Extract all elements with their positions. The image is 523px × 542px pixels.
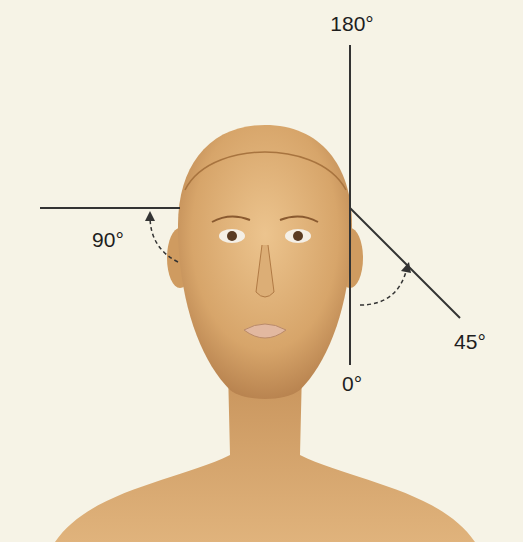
angle-label: 45°	[454, 330, 486, 353]
left-brow	[212, 216, 250, 222]
head	[178, 125, 352, 399]
right-iris	[293, 231, 303, 241]
angle-label: 90°	[92, 228, 124, 251]
angle-arc-45	[360, 268, 407, 305]
angle-label: 0°	[342, 372, 362, 395]
left-iris	[227, 231, 237, 241]
angle-label: 180°	[330, 12, 373, 35]
diagonal-line	[350, 208, 460, 318]
hairline	[185, 152, 346, 190]
arrowhead-90	[145, 211, 155, 221]
horizontal-line	[40, 207, 180, 209]
nose	[256, 245, 274, 297]
right-eye	[285, 229, 311, 243]
arrowhead-45	[401, 262, 411, 273]
right-brow	[280, 216, 318, 222]
lips	[244, 324, 286, 338]
left-eye	[219, 229, 245, 243]
vertical-axis	[349, 45, 351, 365]
angle-arc-90	[150, 216, 178, 262]
